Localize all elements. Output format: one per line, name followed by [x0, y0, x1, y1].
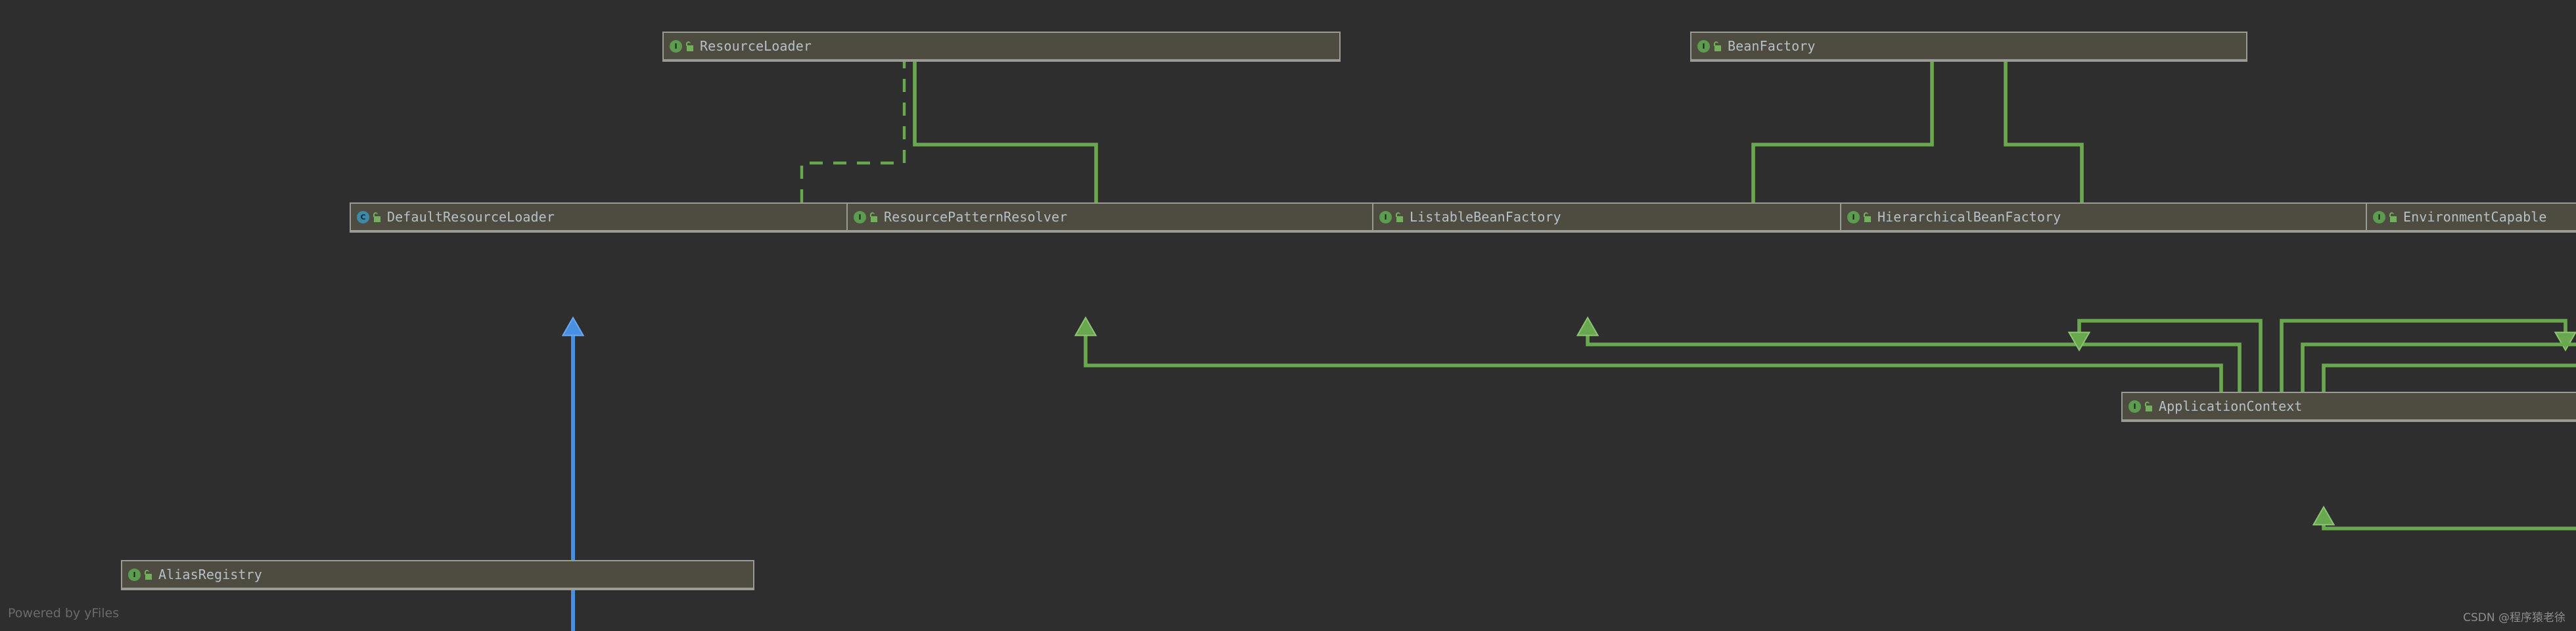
- class-node-label: ResourceLoader: [700, 38, 812, 54]
- interface-type-icon: I: [854, 210, 866, 223]
- edge-applicationcontext-messagesource: [2322, 363, 2576, 392]
- edge-applicationcontext-hierarchicalbeanfactory: [2079, 319, 2263, 392]
- unlocked-padlock-icon: [2389, 212, 2397, 222]
- unlocked-padlock-icon: [685, 41, 694, 51]
- class-node-label: DefaultResourceLoader: [387, 209, 555, 225]
- edge-listablebeanfactory-beanfactory: [1751, 58, 1932, 202]
- interface-type-icon: I: [670, 39, 682, 53]
- unlocked-padlock-icon: [2144, 401, 2153, 411]
- edge-applicationcontext-resourcepatternresolver: [1086, 334, 2223, 392]
- class-node-environmentcapable[interactable]: I EnvironmentCapable: [2366, 202, 2576, 233]
- edge-configurableapplicationcontext-applicationcontext: [2324, 523, 2576, 530]
- edge-resourcepatternresolver-resourceloader: [915, 58, 1098, 202]
- class-node-label: ListableBeanFactory: [1410, 209, 1561, 225]
- class-node-label: BeanFactory: [1728, 38, 1816, 54]
- interface-type-icon: I: [128, 568, 141, 581]
- unlocked-padlock-icon: [144, 569, 152, 580]
- interface-type-icon: I: [1697, 39, 1710, 53]
- interface-type-icon: I: [1379, 210, 1392, 223]
- unlocked-padlock-icon: [869, 212, 878, 222]
- class-type-icon: C: [357, 210, 369, 223]
- class-node-label: AliasRegistry: [158, 567, 262, 582]
- class-node-aliasregistry[interactable]: I AliasRegistry: [121, 560, 754, 590]
- interface-type-icon: I: [1847, 210, 1860, 223]
- edge-applicationcontext-applicationeventpublisher: [2301, 342, 2576, 392]
- class-node-label: ResourcePatternResolver: [884, 209, 1068, 225]
- edge-abstractapplicationcontext-defaultresourceloader: [573, 334, 2024, 631]
- unlocked-padlock-icon: [1863, 212, 1872, 222]
- edge-applicationcontext-environmentcapable: [2280, 319, 2565, 392]
- edge-hierarchicalbeanfactory-beanfactory: [2006, 58, 2084, 202]
- powered-by-yfiles-label: Powered by yFiles: [8, 606, 120, 620]
- csdn-watermark: CSDN @程序猿老徐: [2463, 611, 2565, 624]
- class-node-resourceloader[interactable]: I ResourceLoader: [662, 32, 1341, 62]
- edge-applicationcontext-listablebeanfactory: [1588, 334, 2242, 392]
- class-node-label: HierarchicalBeanFactory: [1877, 209, 2061, 225]
- class-node-label: EnvironmentCapable: [2403, 209, 2547, 225]
- class-node-applicationcontext[interactable]: I ApplicationContext: [2121, 392, 2576, 422]
- edge-defaultresourceloader-resourceloader: [800, 58, 904, 202]
- unlocked-padlock-icon: [1395, 212, 1404, 222]
- interface-type-icon: I: [2128, 400, 2141, 413]
- class-node-beanfactory[interactable]: I BeanFactory: [1690, 32, 2247, 62]
- class-node-label: ApplicationContext: [2159, 398, 2303, 414]
- unlocked-padlock-icon: [1713, 41, 1722, 51]
- unlocked-padlock-icon: [373, 212, 381, 222]
- interface-type-icon: I: [2373, 210, 2385, 223]
